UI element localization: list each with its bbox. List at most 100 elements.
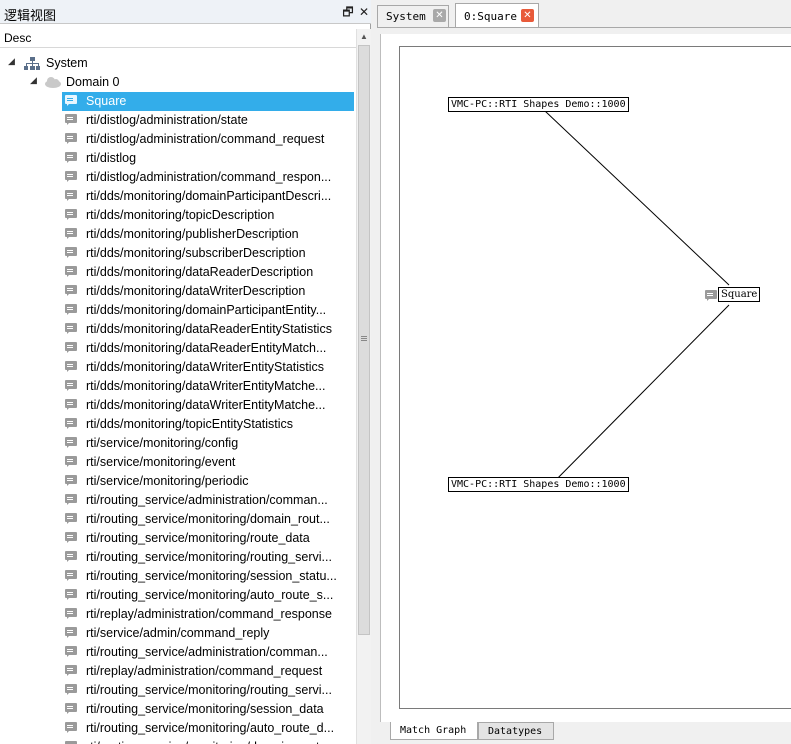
tree-item-topic[interactable]: rti/routing_service/monitoring/session_s… — [0, 567, 356, 586]
topic-node[interactable]: Square — [718, 287, 761, 302]
tree-item-topic[interactable]: rti/service/admin/command_reply — [0, 624, 356, 643]
tree-item-topic[interactable]: rti/dds/monitoring/dataWriterEntityMatch… — [0, 377, 356, 396]
topic-icon — [65, 190, 79, 202]
tree-item-topic[interactable]: rti/replay/administration/command_respon… — [0, 605, 356, 624]
tree-item-label: rti/routing_service/monitoring/routing_s… — [86, 683, 332, 697]
tree-item-topic[interactable]: rti/dds/monitoring/domainParticipantDesc… — [0, 187, 356, 206]
edge-publisher-topic — [544, 110, 730, 286]
tree-item-label: rti/dds/monitoring/subscriberDescription — [86, 246, 306, 260]
tree-item-topic[interactable]: rti/routing_service/administration/comma… — [0, 643, 356, 662]
tree-item-topic[interactable]: rti/dds/monitoring/dataReaderEntityStati… — [0, 320, 356, 339]
tree-item-topic[interactable]: rti/dds/monitoring/dataWriterEntityMatch… — [0, 396, 356, 415]
tree-item-topic[interactable]: rti/routing_service/monitoring/auto_rout… — [0, 586, 356, 605]
tree-item-topic[interactable]: rti/dds/monitoring/dataWriterDescription — [0, 282, 356, 301]
topic-icon — [65, 95, 79, 107]
tree-item-domain[interactable]: ◢ Domain 0 — [0, 73, 356, 92]
tree-item-topic[interactable]: rti/service/monitoring/event — [0, 453, 356, 472]
tree-item-label: rti/service/monitoring/periodic — [86, 474, 249, 488]
tree-item-topic[interactable]: rti/routing_service/monitoring/routing_s… — [0, 548, 356, 567]
topic-icon — [65, 114, 79, 126]
topic-icon — [65, 152, 79, 164]
tree-item-topic[interactable]: rti/routing_service/administration/comma… — [0, 491, 356, 510]
topic-icon — [65, 570, 79, 582]
topic-icon — [65, 399, 79, 411]
tree-item-topic[interactable]: rti/routing_service/monitoring/auto_rout… — [0, 719, 356, 738]
scrollbar-thumb[interactable] — [358, 45, 370, 635]
tree-item-topic[interactable]: rti/distlog — [0, 149, 356, 168]
tree-item-topic[interactable]: rti/dds/monitoring/dataReaderDescription — [0, 263, 356, 282]
tree-item-label: Domain 0 — [66, 75, 120, 89]
logical-view-panel: 逻辑视图 🗗 ✕ Desc ◢ Syst — [0, 0, 371, 744]
tree-item-label: rti/routing_service/monitoring/auto_rout… — [86, 588, 334, 602]
tree-item-label: rti/dds/monitoring/publisherDescription — [86, 227, 299, 241]
match-graph-view: VMC-PC::RTI Shapes Demo::1000 VMC-PC::RT… — [380, 34, 791, 722]
tree-item-topic[interactable]: rti/dds/monitoring/topicEntityStatistics — [0, 415, 356, 434]
publisher-node[interactable]: VMC-PC::RTI Shapes Demo::1000 — [448, 97, 629, 112]
topic-icon — [65, 418, 79, 430]
topic-icon — [65, 684, 79, 696]
column-header-desc[interactable]: Desc — [0, 29, 356, 48]
tab-system[interactable]: System ✕ — [377, 5, 449, 27]
tree-item-topic[interactable]: rti/routing_service/monitoring/route_dat… — [0, 529, 356, 548]
tree-item-label: rti/distlog/administration/state — [86, 113, 248, 127]
topic-icon — [65, 171, 79, 183]
tree-item-label: rti/dds/monitoring/dataWriterDescription — [86, 284, 306, 298]
tree-item-topic[interactable]: Square — [0, 92, 356, 111]
topic-icon — [705, 290, 719, 302]
tree-item-label: rti/replay/administration/command_respon… — [86, 607, 332, 621]
tree-item-topic[interactable]: rti/distlog/administration/command_respo… — [0, 168, 356, 187]
topic-icon — [65, 380, 79, 392]
tree-item-label: rti/routing_service/administration/comma… — [86, 493, 328, 507]
tree-item-label: rti/routing_service/monitoring/session_d… — [86, 702, 324, 716]
tree-item-label: rti/dds/monitoring/dataWriterEntityStati… — [86, 360, 325, 374]
topic-icon — [65, 532, 79, 544]
tree-item-label: rti/dds/monitoring/domainParticipantEnti… — [86, 303, 327, 317]
tab-datatypes[interactable]: Datatypes — [478, 722, 554, 740]
tree-item-topic[interactable]: rti/routing_service/monitoring/domain_ro… — [0, 738, 356, 744]
tree-item-topic[interactable]: rti/dds/monitoring/dataWriterEntityStati… — [0, 358, 356, 377]
topic-icon — [65, 494, 79, 506]
tree-item-label: rti/service/admin/command_reply — [86, 626, 270, 640]
graph-canvas[interactable]: VMC-PC::RTI Shapes Demo::1000 VMC-PC::RT… — [399, 46, 791, 709]
tree-item-system[interactable]: ◢ System — [0, 54, 356, 73]
topic-icon — [65, 513, 79, 525]
tree-item-topic[interactable]: rti/dds/monitoring/domainParticipantEnti… — [0, 301, 356, 320]
tree-item-topic[interactable]: rti/routing_service/monitoring/session_d… — [0, 700, 356, 719]
close-tab-icon[interactable]: ✕ — [433, 9, 446, 22]
tree-item-topic[interactable]: rti/service/monitoring/config — [0, 434, 356, 453]
topic-tree: ◢ System ◢ — [0, 51, 356, 744]
tree-item-topic[interactable]: rti/service/monitoring/periodic — [0, 472, 356, 491]
tree-item-label: rti/routing_service/monitoring/session_s… — [86, 569, 337, 583]
tree-item-topic[interactable]: rti/dds/monitoring/publisherDescription — [0, 225, 356, 244]
tree-item-label: rti/dds/monitoring/domainParticipantDesc… — [86, 189, 332, 203]
topic-icon — [65, 285, 79, 297]
panel-title-bar: 逻辑视图 🗗 ✕ — [0, 0, 371, 24]
scroll-up-arrow-icon[interactable]: ▲ — [360, 32, 368, 41]
tree-item-topic[interactable]: rti/distlog/administration/command_reque… — [0, 130, 356, 149]
expanded-arrow-icon[interactable]: ◢ — [8, 56, 15, 66]
close-tab-icon[interactable]: ✕ — [521, 9, 534, 22]
topic-icon — [65, 627, 79, 639]
tree-item-topic[interactable]: rti/dds/monitoring/dataReaderEntityMatch… — [0, 339, 356, 358]
tree-scrollbar[interactable]: ▲ — [356, 29, 371, 744]
tree-item-topic[interactable]: rti/dds/monitoring/subscriberDescription — [0, 244, 356, 263]
topic-icon — [65, 589, 79, 601]
topic-icon — [65, 475, 79, 487]
expanded-arrow-icon[interactable]: ◢ — [30, 75, 37, 85]
tab-match-graph[interactable]: Match Graph — [390, 722, 478, 740]
graph-edges — [544, 110, 730, 492]
tree-item-topic[interactable]: rti/distlog/administration/state — [0, 111, 356, 130]
subscriber-node[interactable]: VMC-PC::RTI Shapes Demo::1000 — [448, 477, 629, 492]
tree-item-label: rti/dds/monitoring/topicEntityStatistics — [86, 417, 294, 431]
tree-item-topic[interactable]: rti/dds/monitoring/topicDescription — [0, 206, 356, 225]
tree-item-label: rti/service/monitoring/config — [86, 436, 239, 450]
topic-icon — [65, 437, 79, 449]
tree-item-topic[interactable]: rti/routing_service/monitoring/domain_ro… — [0, 510, 356, 529]
tree-item-topic[interactable]: rti/routing_service/monitoring/routing_s… — [0, 681, 356, 700]
tab-label: Datatypes — [488, 726, 543, 737]
restore-icon[interactable]: 🗗 — [342, 5, 354, 19]
tree-item-topic[interactable]: rti/replay/administration/command_reques… — [0, 662, 356, 681]
tab-square[interactable]: 0:Square ✕ — [455, 3, 539, 28]
close-icon[interactable]: ✕ — [358, 5, 370, 19]
tree-item-label: rti/routing_service/monitoring/route_dat… — [86, 531, 310, 545]
